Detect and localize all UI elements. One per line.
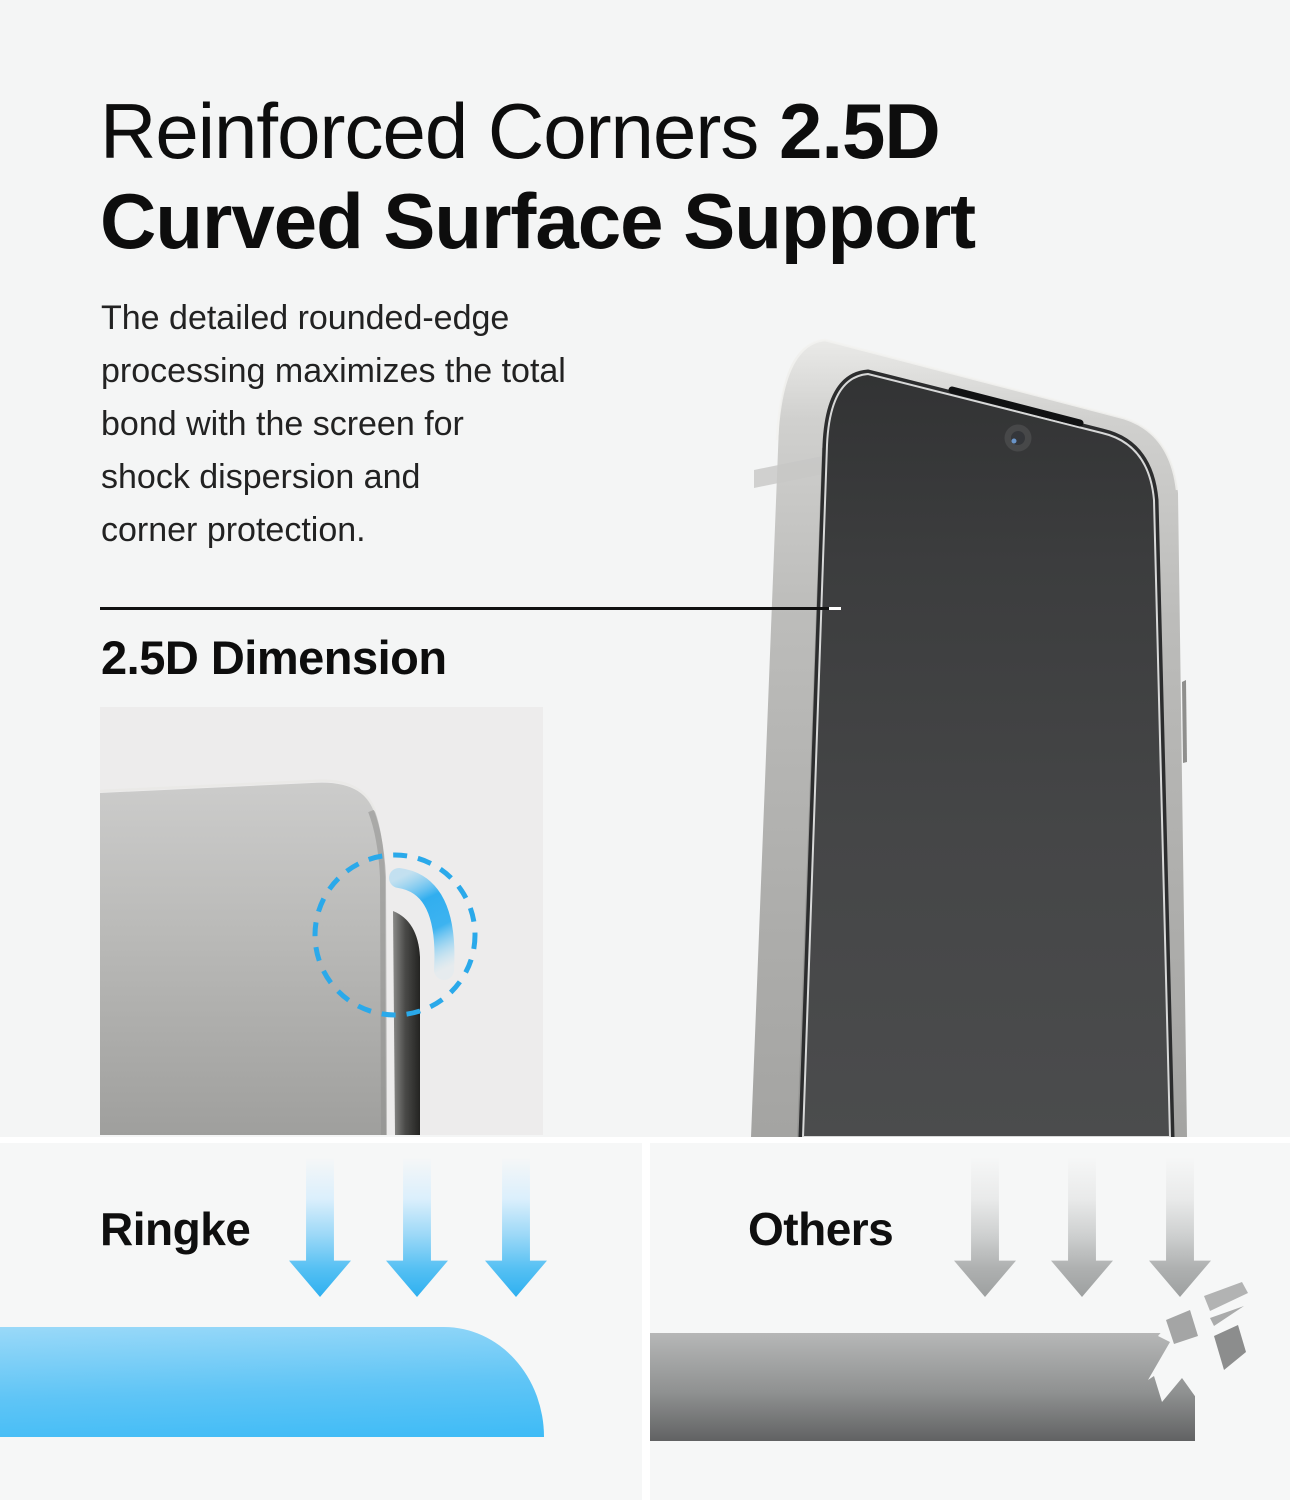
antenna-line (754, 456, 823, 488)
title-line-2: Curved Surface Support (100, 177, 976, 265)
curve-arc-icon (389, 868, 455, 980)
title-line-1: Reinforced Corners 2.5D (100, 87, 941, 175)
impact-arrow-icon (1149, 1157, 1211, 1297)
description-text: The detailed rounded-edge processing max… (101, 299, 566, 549)
callout-line-tick (829, 607, 841, 610)
impact-arrow-icon (485, 1157, 547, 1297)
corner-closeup-image (100, 707, 543, 1135)
vertical-separator (642, 1143, 650, 1500)
impact-arrow-icon (1051, 1157, 1113, 1297)
speaker-slit-icon (948, 386, 1084, 427)
frame-highlight (775, 338, 1179, 491)
side-button (1182, 680, 1187, 763)
shard (1204, 1282, 1248, 1311)
dashed-highlight-circle-icon (312, 852, 478, 1018)
ringke-label: Ringke (100, 1203, 251, 1255)
impact-arrow-icon (289, 1157, 351, 1297)
phone-render (751, 338, 1187, 1137)
body-highlight (100, 779, 377, 812)
shard (1214, 1325, 1246, 1370)
impact-arrow-icon (386, 1157, 448, 1297)
ringke-comparison-panel: Ringke (0, 1143, 642, 1500)
device-corner-body (100, 782, 386, 1135)
others-comparison-panel: Others (650, 1143, 1290, 1500)
broken-chunk (1166, 1310, 1198, 1344)
body-edge-shade (368, 809, 387, 1135)
corner-closeup-render (100, 779, 478, 1135)
glass-edge-profile (393, 911, 420, 1135)
impact-arrow-icon (954, 1157, 1016, 1297)
horizontal-separator (0, 1137, 1290, 1143)
dimension-heading: 2.5D Dimension (101, 631, 447, 684)
screen-glass (801, 372, 1172, 1137)
camera-glint (1011, 438, 1017, 444)
callout-line (100, 607, 829, 610)
page-title: Reinforced Corners 2.5D Curved Surface S… (100, 86, 976, 266)
shard (1210, 1306, 1244, 1326)
crack-lines (1148, 1308, 1230, 1406)
others-label: Others (748, 1203, 894, 1255)
others-broken-surface (650, 1333, 1195, 1441)
shatter-icon (1148, 1282, 1248, 1406)
ringke-protected-surface (0, 1327, 544, 1437)
